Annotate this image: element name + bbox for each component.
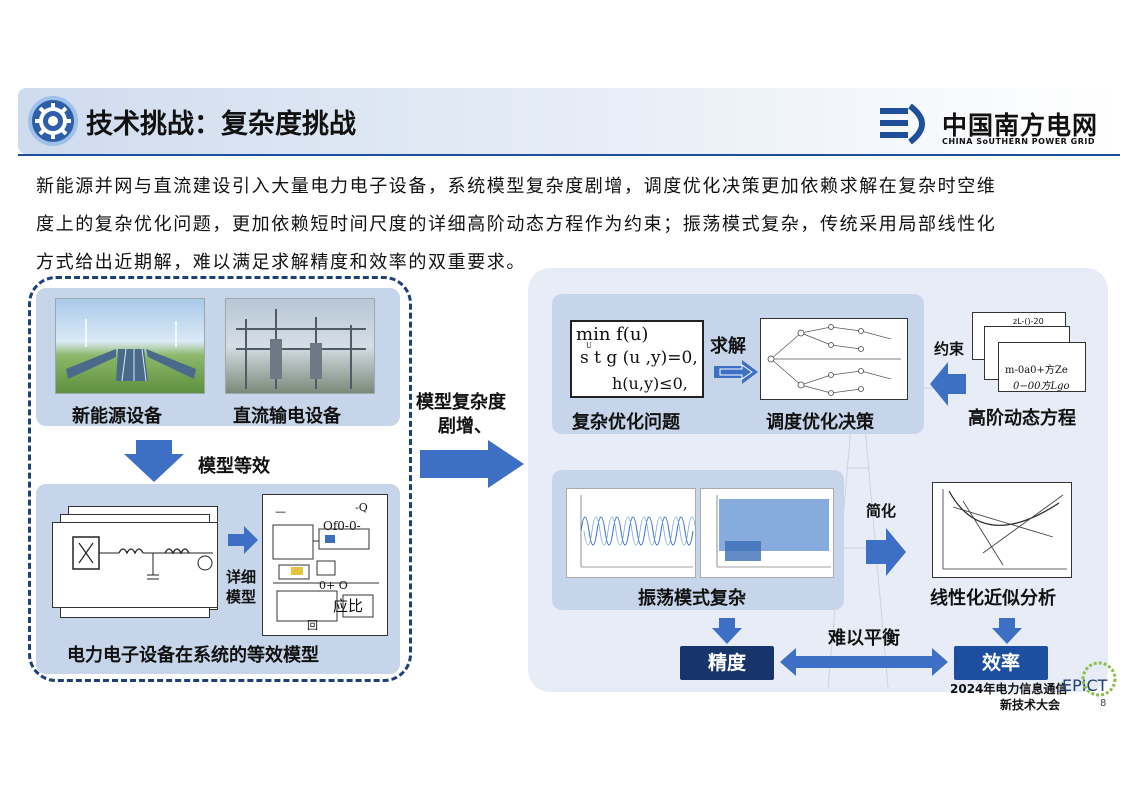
hard-to-balance-label: 难以平衡 bbox=[828, 628, 900, 649]
epict-logo-text: EPICT bbox=[1062, 676, 1108, 695]
equation-text: m-0a0+方Ze bbox=[1005, 365, 1068, 376]
linear-approximation-label: 线性化近似分析 bbox=[930, 588, 1056, 609]
circuit-diagram bbox=[52, 522, 218, 608]
detailed-schematic: Of0-0- 0+ O 应比 -Q 回 — bbox=[262, 494, 388, 636]
schematic-text: 回 bbox=[307, 619, 318, 632]
complexity-increase-label-2: 剧增、 bbox=[438, 416, 492, 437]
left-arrow-icon bbox=[930, 362, 966, 406]
detailed-label: 详细 bbox=[226, 568, 257, 586]
right-arrow-icon bbox=[228, 526, 258, 554]
optimization-formula: min f(u) U s t g (u ,y)=0, h(u,y)≤0, bbox=[570, 320, 704, 398]
constraint-label: 约束 bbox=[934, 340, 965, 358]
equivalent-model-label: 电力电子设备在系统的等效模型 bbox=[67, 645, 319, 666]
oscillation-plot bbox=[566, 488, 697, 578]
precision-box: 精度 bbox=[680, 646, 774, 680]
schematic-text: — bbox=[275, 505, 286, 518]
oscillation-dense-plot bbox=[700, 488, 834, 578]
schematic-text: 0+ O bbox=[319, 579, 348, 592]
equivalent-model-section bbox=[28, 276, 412, 682]
hvdc-equipment-image bbox=[225, 298, 375, 394]
header-bar bbox=[18, 88, 1120, 154]
efficiency-box: 效率 bbox=[954, 646, 1048, 680]
equation-text: 0−00方Lgo bbox=[1013, 381, 1070, 392]
dispatch-decision-label: 调度优化决策 bbox=[766, 412, 874, 433]
conference-name: 2024年电力信息通信 bbox=[950, 682, 1068, 696]
epict-emblem-icon bbox=[1081, 661, 1117, 697]
page-number: 8 bbox=[1100, 698, 1107, 709]
formula-inequality: h(u,y)≤0, bbox=[612, 374, 688, 393]
intro-paragraph: 新能源并网与直流建设引入大量电力电子设备，系统模型复杂度剧增，调度优化决策更加依… bbox=[36, 168, 1096, 282]
logo-text-en: CHINA SoUTHERN POWER GRID bbox=[942, 137, 1095, 146]
intro-line: 新能源并网与直流建设引入大量电力电子设备，系统模型复杂度剧增，调度优化决策更加依… bbox=[36, 176, 997, 197]
down-arrow-icon bbox=[712, 618, 742, 644]
high-order-dynamics-label: 高阶动态方程 bbox=[968, 408, 1076, 429]
hvdc-equipment-label: 直流输电设备 bbox=[233, 406, 341, 427]
header-divider bbox=[18, 154, 1120, 156]
right-arrow-icon bbox=[420, 440, 524, 488]
down-arrow-icon bbox=[124, 440, 184, 482]
conference-subtitle: 新技术大会 bbox=[1000, 698, 1061, 712]
formula-subscript: U bbox=[586, 342, 592, 350]
model-equivalence-label: 模型等效 bbox=[198, 456, 270, 477]
intro-line: 方式给出近期解，难以满足求解精度和效率的双重要求。 bbox=[36, 252, 526, 273]
model-label: 模型 bbox=[226, 588, 257, 606]
intro-line: 度上的复杂优化问题，更加依赖短时间尺度的详细高阶动态方程作为约束；振荡模式复杂，… bbox=[36, 214, 997, 235]
linearization-plot bbox=[932, 482, 1072, 578]
solve-label: 求解 bbox=[710, 336, 746, 357]
schematic-text: Of0-0- bbox=[323, 519, 361, 533]
down-arrow-icon bbox=[992, 618, 1022, 644]
logo-text-cn: 中国南方电网 bbox=[942, 111, 1099, 140]
formula-objective: min f(u) bbox=[576, 324, 649, 345]
formula-equality: s t g (u ,y)=0, bbox=[580, 348, 698, 368]
page-title: 技术挑战：复杂度挑战 bbox=[86, 109, 356, 140]
complex-optimization-label: 复杂优化问题 bbox=[572, 412, 680, 433]
equation-text: zL-()-20 bbox=[1013, 317, 1044, 326]
right-arrow-icon bbox=[866, 528, 906, 576]
oscillation-mode-label: 振荡模式复杂 bbox=[638, 588, 746, 609]
schematic-text: 应比 bbox=[333, 597, 364, 615]
renewable-equipment-label: 新能源设备 bbox=[72, 406, 162, 427]
simplify-label: 简化 bbox=[866, 502, 897, 520]
double-arrow-icon bbox=[780, 648, 948, 676]
solar-farm-image bbox=[55, 298, 205, 394]
equation-card: m-0a0+方Ze 0−00方Lgo bbox=[998, 342, 1086, 392]
csg-logo-icon bbox=[880, 103, 934, 145]
complexity-increase-label: 模型复杂度 bbox=[416, 392, 506, 413]
decision-tree-diagram bbox=[760, 318, 908, 400]
gear-icon bbox=[28, 96, 78, 146]
schematic-text: -Q bbox=[355, 501, 368, 514]
right-arrow-icon bbox=[714, 360, 758, 384]
